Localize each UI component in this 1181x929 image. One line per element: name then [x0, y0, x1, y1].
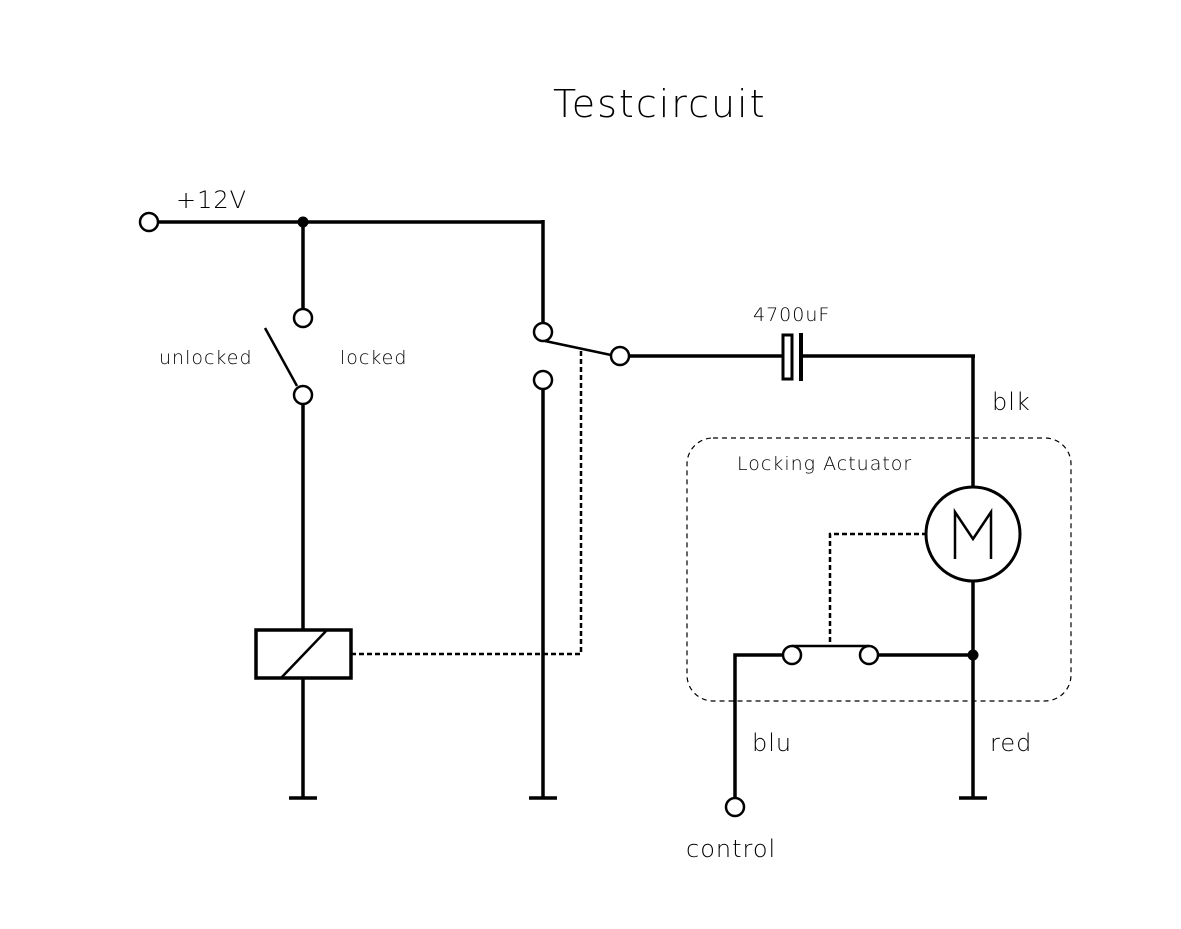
actuator-label: Locking Actuator [737, 453, 912, 475]
wire-label-blu: blu [752, 729, 792, 757]
actuator-boundary [686, 437, 1072, 702]
control-terminal [724, 796, 746, 818]
relay-terminal-common [609, 345, 631, 367]
wire-blu [733, 653, 783, 798]
capacitor-plate-positive [781, 333, 794, 381]
switch-label-unlocked: unlocked [159, 347, 253, 369]
switch-label-locked: locked [340, 347, 407, 369]
relay-terminal-no [532, 321, 554, 343]
limit-switch-terminal-right [858, 644, 880, 666]
switch-lever [263, 327, 299, 387]
motor-letter-m [953, 507, 993, 559]
motor-symbol [924, 485, 1022, 583]
wire-label-blk: blk [992, 388, 1031, 416]
control-label: control [686, 835, 776, 863]
limit-switch-terminal-left [781, 644, 803, 666]
relay-terminal-nc [532, 369, 554, 391]
supply-label: +12V [176, 186, 247, 214]
wire-label-red: red [990, 729, 1032, 757]
supply-terminal [138, 211, 160, 233]
relay-contact-arm [544, 339, 612, 357]
capacitor-label: 4700uF [753, 304, 830, 326]
diagram-title: Testcircuit [553, 82, 767, 126]
switch-terminal-locked [292, 307, 314, 329]
relay-mechanical-link [351, 350, 583, 656]
switch-terminal-common [292, 384, 314, 406]
motor-mechanical-link [828, 532, 927, 645]
relay-coil-slash [280, 629, 328, 679]
